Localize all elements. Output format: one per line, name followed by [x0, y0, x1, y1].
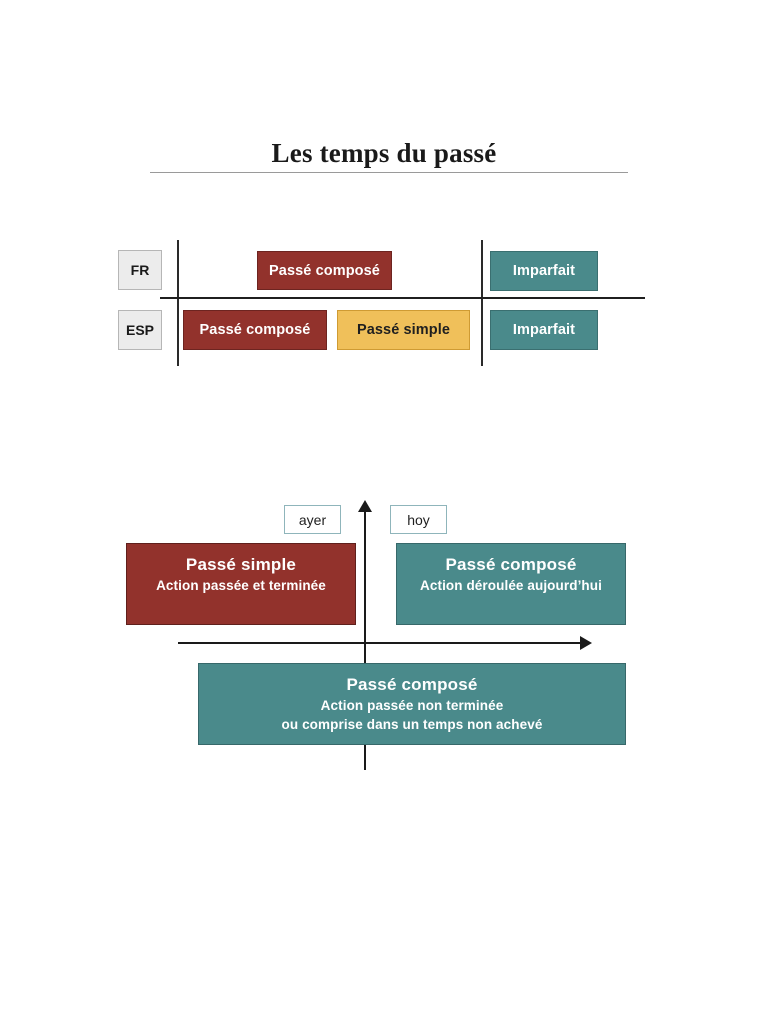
table-divider-left	[177, 240, 179, 366]
timeline-box-subtitle-line2: ou comprise dans un temps non achevé	[281, 717, 543, 732]
table-divider-right	[481, 240, 483, 366]
title-underline-rule	[150, 172, 628, 173]
timeline-box-subtitle: Action passée et terminée	[156, 578, 326, 593]
timeline-box-passe-simple[interactable]: Passé simple Action passée et terminée	[126, 543, 356, 625]
chip-esp-imparfait[interactable]: Imparfait	[490, 310, 598, 350]
timeline-box-passe-compose-unfinished[interactable]: Passé composé Action passée non terminée…	[198, 663, 626, 745]
timeline-box-heading: Passé composé	[346, 675, 478, 694]
vertical-arrow-head-icon	[358, 500, 372, 512]
chip-esp-passe-compose[interactable]: Passé composé	[183, 310, 327, 350]
timeline-box-heading: Passé simple	[185, 555, 297, 574]
language-tag-esp: ESP	[118, 310, 162, 350]
timeline-marker-ayer: ayer	[284, 505, 341, 534]
timeline-vertical-axis	[364, 508, 366, 770]
language-tag-fr: FR	[118, 250, 162, 290]
timeline-box-subtitle-line1: Action passée non terminée	[320, 698, 504, 713]
chip-fr-passe-compose[interactable]: Passé composé	[257, 251, 392, 290]
chip-esp-passe-simple[interactable]: Passé simple	[337, 310, 470, 350]
timeline-horizontal-axis	[178, 642, 582, 644]
timeline-box-heading: Passé composé	[445, 555, 577, 574]
chip-fr-imparfait[interactable]: Imparfait	[490, 251, 598, 291]
horizontal-arrow-head-icon	[580, 636, 592, 650]
timeline-box-passe-compose-present[interactable]: Passé composé Action déroulée aujourd’hu…	[396, 543, 626, 625]
table-row-separator	[160, 297, 645, 299]
timeline-box-subtitle: Action déroulée aujourd’hui	[420, 578, 602, 593]
timeline-marker-hoy: hoy	[390, 505, 447, 534]
page-title: Les temps du passé	[271, 138, 497, 168]
